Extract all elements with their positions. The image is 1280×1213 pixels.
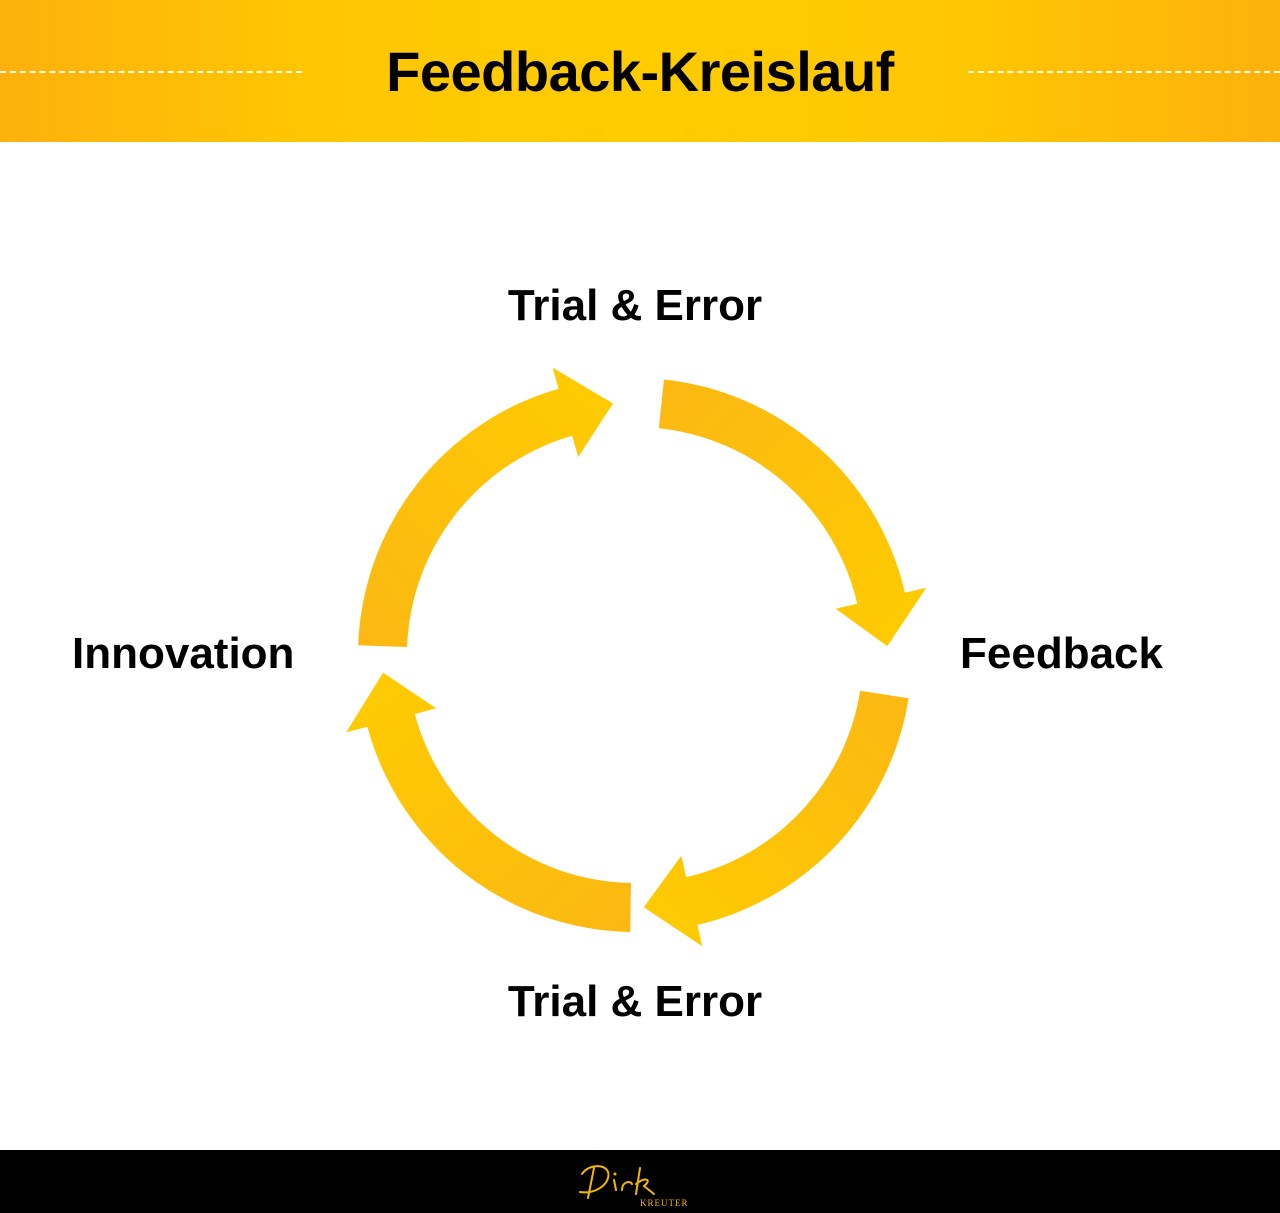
node-label-top: Trial & Error	[507, 281, 763, 330]
node-label-right: Feedback	[960, 629, 1163, 678]
cycle-arrows	[346, 367, 927, 947]
dirk-kreuter-logo-icon: KREUTER	[579, 1165, 689, 1208]
arrow-trial-top-to-feedback	[658, 379, 927, 647]
page-title: Feedback-Kreislauf	[386, 40, 894, 103]
arrow-innovation-to-trial-top	[358, 367, 613, 647]
feedback-cycle-diagram: Trial & Error Feedback Trial & Error Inn…	[0, 142, 1280, 1150]
arrow-feedback-to-trial-bottom	[643, 690, 909, 947]
arrow-trial-bottom-to-innovation	[346, 672, 631, 932]
header-banner: Feedback-Kreislauf	[0, 0, 1280, 142]
node-label-bottom: Trial & Error	[507, 977, 763, 1026]
node-label-left: Innovation	[72, 629, 295, 678]
header-dashed-line-right	[968, 71, 1280, 73]
footer-bar: KREUTER	[0, 1150, 1280, 1213]
header-dashed-line-left	[0, 71, 302, 73]
logo-subname: KREUTER	[640, 1198, 689, 1208]
